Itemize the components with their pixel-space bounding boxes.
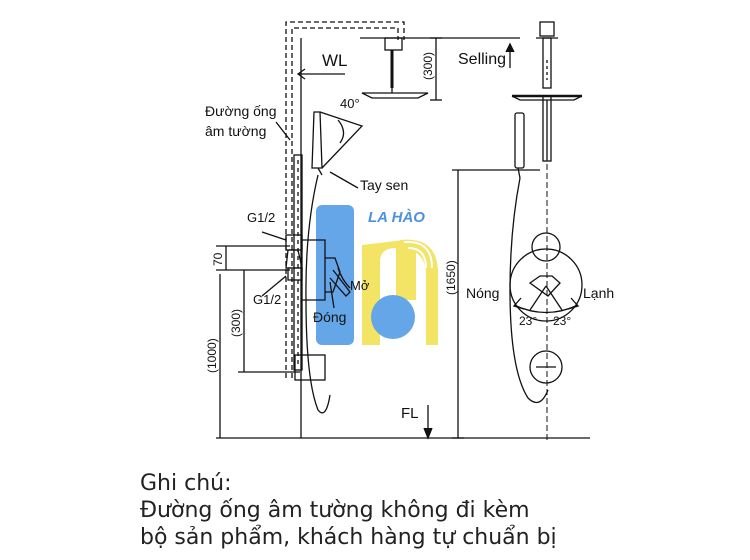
label-duong-ong-1: Đường ống xyxy=(205,103,276,119)
outlet-right xyxy=(529,350,563,384)
note-line-1: Đường ống âm tường không đi kèm xyxy=(140,498,530,523)
label-lanh: Lạnh xyxy=(583,285,614,301)
slide-bar xyxy=(293,154,303,371)
label-mo: Mở xyxy=(350,278,370,293)
logo-blue-circle xyxy=(371,295,415,339)
label-tay-sen: Tay sen xyxy=(360,177,408,193)
note-line-2: bộ sản phẩm, khách hàng tự chuẩn bị xyxy=(140,525,557,550)
mixer-knob-right xyxy=(531,232,561,262)
mixer-lever-right xyxy=(528,275,561,297)
note-block: Ghi chú: Đường ống âm tường không đi kèm… xyxy=(140,470,700,551)
hand-shower-left xyxy=(311,111,323,169)
ceiling-flange-right xyxy=(539,21,555,37)
mixer-plate xyxy=(302,239,326,301)
hose-left xyxy=(305,174,331,414)
outlet-box xyxy=(294,354,326,381)
note-title: Ghi chú: xyxy=(140,471,232,496)
label-angle-40: 40° xyxy=(340,96,360,111)
dim-300-top: (300) xyxy=(421,52,435,80)
rain-shower-head xyxy=(361,92,429,99)
left-view xyxy=(216,21,590,440)
label-g12-top: G1/2 xyxy=(247,210,275,225)
mixer-plate-right xyxy=(509,248,583,322)
label-duong-ong-2: âm tường xyxy=(205,123,266,139)
label-g12-bottom: G1/2 xyxy=(253,292,281,307)
concealed-pipe-dashed xyxy=(291,27,399,378)
label-angle-23-right: 23° xyxy=(553,314,571,328)
label-selling: Selling xyxy=(458,51,506,68)
hand-shower-right xyxy=(514,112,525,169)
dim-300-mid: (300) xyxy=(229,309,243,337)
dim-1000: (1000) xyxy=(205,338,219,373)
label-angle-23-left: 23° xyxy=(519,314,537,328)
label-dong: Đóng xyxy=(313,309,346,325)
ceiling-flange xyxy=(384,37,403,51)
label-fl: FL xyxy=(401,405,419,422)
label-wl: WL xyxy=(322,51,348,70)
spray-angle xyxy=(319,111,364,169)
pipe-pointer xyxy=(275,121,291,141)
mixer-lever xyxy=(329,269,351,297)
right-view xyxy=(452,21,583,440)
label-nong: Nóng xyxy=(466,285,499,301)
concealed-pipe-dashed-outer xyxy=(285,21,405,378)
dim-70: 70 xyxy=(211,252,225,266)
logo-brand-text: LA HÀO xyxy=(368,209,425,226)
logo-yellow-arc xyxy=(400,239,438,345)
dim-1650: (1650) xyxy=(444,260,458,295)
hose-right xyxy=(509,177,549,404)
mixer-bottom-elbow xyxy=(287,267,303,281)
